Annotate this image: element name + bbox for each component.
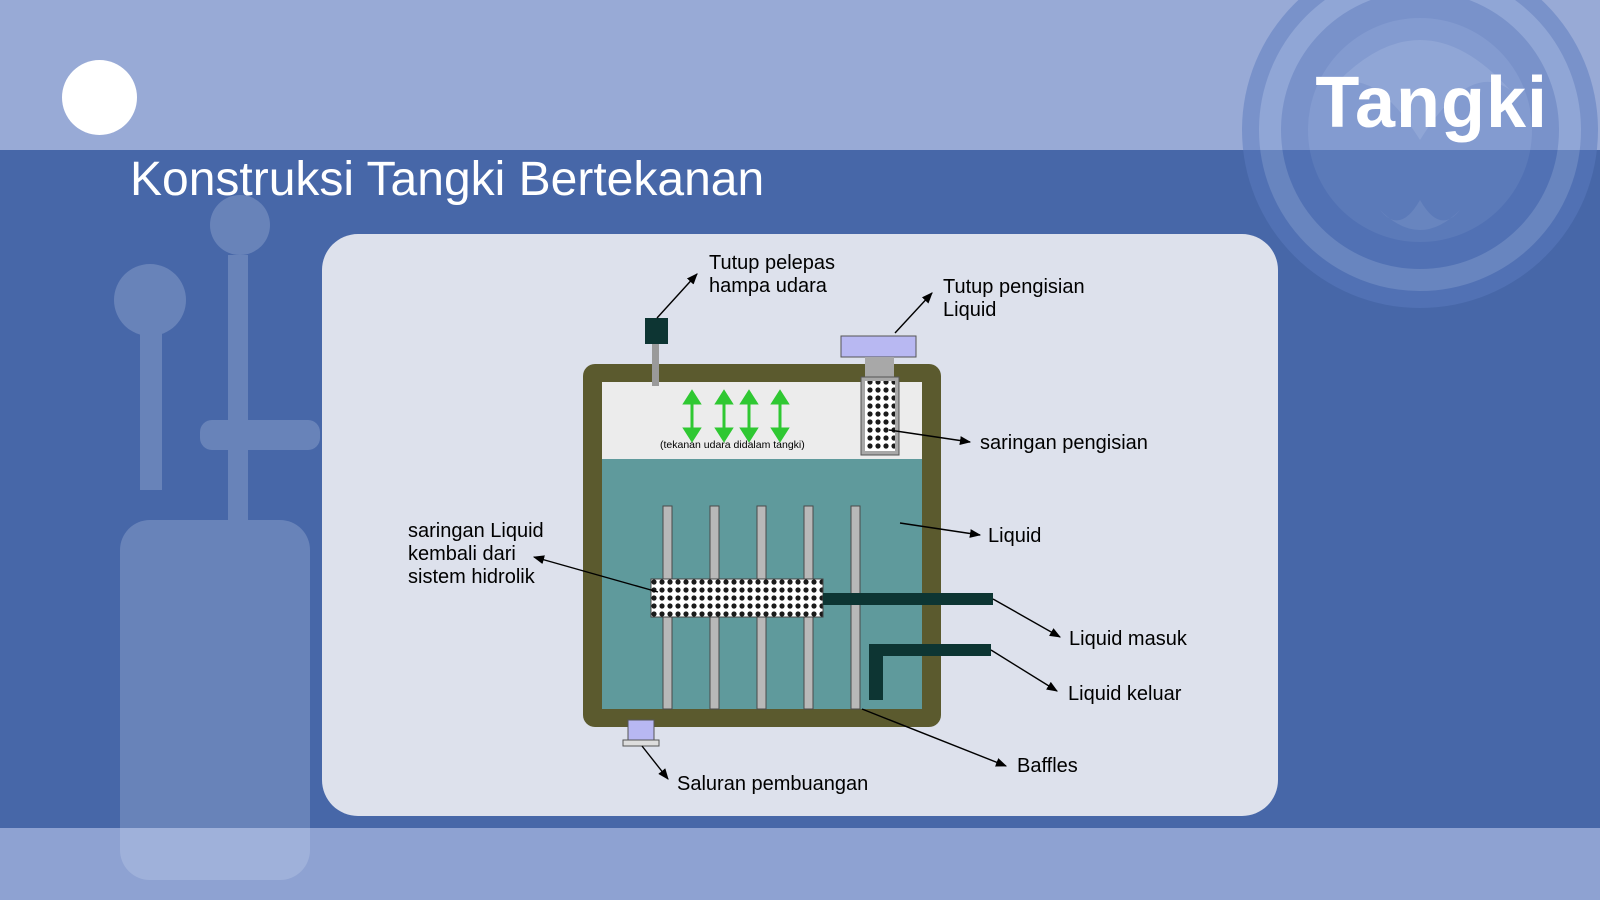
return-filter — [650, 578, 824, 618]
page-title: Tangki — [1315, 63, 1548, 143]
filler-strainer — [865, 381, 895, 451]
pressure-tank-diagram — [532, 273, 1061, 780]
label-liquid: Liquid — [988, 525, 1042, 547]
label-fill-cap: Tutup pengisian Liquid — [943, 276, 1085, 321]
label-liquid-in: Liquid masuk — [1069, 628, 1187, 650]
title-bullet-dot — [62, 60, 137, 135]
label-liquid-out: Liquid keluar — [1068, 683, 1182, 705]
label-vent-cap: Tutup pelepas hampa udara — [709, 252, 836, 297]
filler-cap — [840, 335, 917, 358]
university-seal-logo — [1242, 0, 1598, 308]
vent-stem — [652, 344, 659, 386]
equipment-photo-silhouette — [114, 195, 320, 880]
vent-cap — [645, 318, 668, 344]
footer-band — [0, 828, 1600, 900]
filler-neck — [865, 357, 894, 377]
pressure-arrows — [682, 389, 790, 443]
drain-plate — [622, 739, 660, 747]
label-drain: Saluran pembuangan — [677, 773, 869, 795]
outlet-pipe-drop — [869, 644, 883, 700]
label-baffles: Baffles — [1017, 755, 1078, 777]
inlet-pipe — [823, 593, 993, 605]
pressure-note: (tekanan udara didalam tangki) — [660, 439, 805, 451]
leader-arrows — [532, 273, 1061, 780]
label-fill-strainer: saringan pengisian — [980, 432, 1148, 454]
outlet-pipe — [869, 644, 991, 656]
page-subtitle: Konstruksi Tangki Bertekanan — [130, 153, 765, 206]
drain-plug — [627, 719, 655, 741]
label-return-filter: saringan Liquid kembali dari sistem hidr… — [408, 520, 544, 588]
diagram-panel: (tekanan udara didalam tangki) Tutup pel… — [322, 234, 1278, 816]
